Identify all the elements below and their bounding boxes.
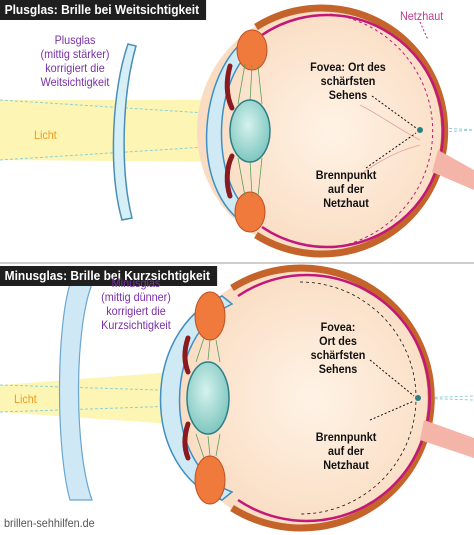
netzhaut-pointer — [419, 21, 429, 41]
minus-lens-label-line: (mittig dünner) — [101, 290, 171, 304]
light-label-minus: Licht — [14, 392, 37, 406]
fovea-label-line: Fovea: — [320, 320, 356, 334]
fovea-label-minus: Fovea: Ort des schärfsten Sehens — [304, 320, 372, 376]
eyeball-minus — [170, 268, 430, 528]
zonules — [237, 63, 263, 197]
iris-band-lower-minus — [182, 421, 191, 461]
focus-label-line: auf der — [327, 182, 364, 196]
minus-lens-label-line: Kurzsichtigkeit — [101, 318, 171, 332]
panel-plus-graphics — [0, 4, 474, 258]
focus-label-line: Netzhaut — [323, 458, 369, 472]
watermark: brillen-sehhilfen.de — [4, 516, 95, 530]
plus-lens-label-line: korrigiert die — [45, 61, 105, 75]
fovea-label-line: Sehens — [328, 88, 368, 102]
light-label-plus: Licht — [34, 128, 57, 142]
optic-nerve — [432, 150, 474, 190]
focus-label-line: Brennpunkt — [315, 430, 377, 444]
focus-label-line: Brennpunkt — [315, 168, 377, 182]
retina-label: Netzhaut — [400, 9, 444, 23]
fovea-pointer — [371, 95, 417, 129]
minus-lens-label-line: Minusglas — [111, 276, 161, 290]
sclera-ring-minus — [230, 264, 435, 532]
plus-lens-label: Plusglas (mittig stärker) korrigiert die… — [26, 33, 125, 89]
plus-lens-label-line: (mittig stärker) — [40, 47, 110, 61]
panel-divider — [0, 262, 474, 264]
iris-upper — [236, 29, 268, 71]
fovea-pointer-minus — [369, 359, 415, 397]
minus-lens-shape — [58, 283, 93, 501]
iris-lower — [234, 191, 266, 233]
iris-band-upper-minus — [182, 335, 191, 375]
retina-dashed-outline — [329, 13, 434, 249]
plus-lens-shape — [112, 43, 137, 221]
minus-lens-label: Minusglas (mittig dünner) korrigiert die… — [91, 276, 181, 332]
focus-label-line: auf der — [327, 444, 364, 458]
focus-label-line: Netzhaut — [323, 196, 369, 210]
iris-upper-minus — [194, 291, 226, 341]
fovea-label-line: Fovea: Ort des — [310, 60, 386, 74]
focus-label-minus: Brennpunkt auf der Netzhaut — [310, 430, 382, 472]
panel-title-minus: Minusglas: Brille bei Kurzsichtigkeit — [0, 266, 218, 286]
crystalline-lens — [229, 99, 271, 163]
fovea-label-plus: Fovea: Ort des schärfsten Sehens — [305, 60, 391, 102]
iris-band-lower — [224, 153, 235, 199]
panel-title-plus: Plusglas: Brille bei Weitsichtigkeit — [0, 0, 207, 20]
crystalline-lens-minus — [186, 361, 230, 435]
retinal-vessels — [359, 104, 421, 176]
retina-layer-minus — [237, 273, 431, 523]
plus-lens-label-line: Weitsichtigkeit — [40, 75, 110, 89]
minus-lens-label-line: korrigiert die — [106, 304, 166, 318]
fovea-label-line: Sehens — [318, 362, 358, 376]
plus-lens-label-line: Plusglas — [54, 33, 96, 47]
focal-point-minus — [415, 395, 421, 401]
panel-minus-graphics — [0, 264, 474, 532]
focal-point — [417, 127, 423, 133]
fovea-label-line: Ort des — [319, 334, 357, 348]
focus-label-plus: Brennpunkt auf der Netzhaut — [310, 168, 382, 210]
fovea-label-line: schärfsten — [310, 348, 366, 362]
iris-lower-minus — [194, 455, 226, 505]
cornea-minus — [159, 295, 234, 501]
optic-nerve-minus — [420, 420, 474, 458]
sclera-ring — [254, 4, 449, 258]
iris-band-upper — [224, 63, 235, 111]
zonules-minus — [195, 337, 221, 459]
fovea-label-line: schärfsten — [320, 74, 376, 88]
